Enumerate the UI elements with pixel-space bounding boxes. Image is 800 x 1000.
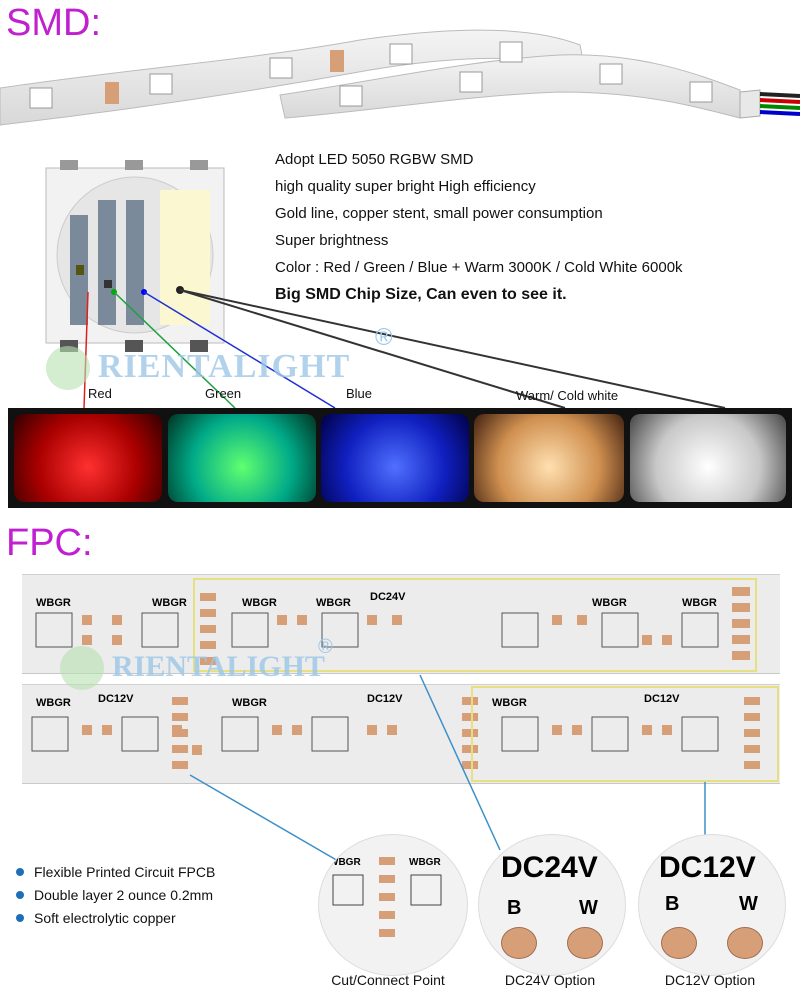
label-red: Red bbox=[88, 386, 112, 401]
pcb-label: WBGR bbox=[152, 597, 187, 609]
zoom-dc24v: DC24V B W bbox=[478, 834, 626, 976]
watermark-logo-fpc: RIENTALIGHT ® bbox=[56, 636, 356, 692]
dc12v-zoom-text: DC12V bbox=[659, 851, 756, 884]
pcb-label-dc12: DC12V bbox=[644, 693, 680, 705]
pcb-label-dc24: DC24V bbox=[370, 591, 406, 603]
fpc-strip-bottom: WBGR DC12V WBGR DC12V WBGR DC12V bbox=[22, 684, 780, 784]
color-demo-bar bbox=[8, 408, 792, 508]
feature-text: Soft electrolytic copper bbox=[34, 909, 176, 926]
feature-text: Double layer 2 ounce 0.2mm bbox=[34, 886, 213, 903]
solder-pad bbox=[567, 927, 603, 959]
zoom-letter-b: B bbox=[507, 897, 522, 919]
panel-red bbox=[14, 414, 162, 502]
spec-line: Gold line, copper stent, small power con… bbox=[275, 205, 603, 222]
registered-mark: ® bbox=[375, 324, 393, 351]
panel-warm-white bbox=[474, 414, 624, 502]
pcb-label-dc12: DC12V bbox=[367, 693, 403, 705]
spec-line: Super brightness bbox=[275, 232, 389, 249]
svg-text:WBGR: WBGR bbox=[329, 857, 361, 868]
callout-lines bbox=[189, 674, 706, 866]
zoom-letter-w: W bbox=[739, 893, 758, 915]
zoom-letter-b: B bbox=[665, 893, 680, 915]
panel-blue bbox=[321, 414, 469, 502]
zoom-cut-connect: WBGR WBGR bbox=[318, 834, 468, 976]
feature-item: Double layer 2 ounce 0.2mm bbox=[16, 883, 306, 906]
label-green: Green bbox=[205, 386, 242, 401]
feature-list: Flexible Printed Circuit FPCB Double lay… bbox=[16, 860, 306, 929]
svg-text:WBGR: WBGR bbox=[409, 857, 441, 868]
pcb-label: WBGR bbox=[36, 597, 71, 609]
pcb-label: WBGR bbox=[242, 597, 277, 609]
bullet-icon bbox=[16, 890, 24, 899]
pcb-label: WBGR bbox=[316, 597, 351, 609]
pcb-label: WBGR bbox=[36, 697, 71, 709]
globe-icon bbox=[46, 346, 90, 390]
panel-green bbox=[168, 414, 316, 502]
fpc-strip-top: WBGR WBGR WBGR WBGR DC24V WBGR WBGR bbox=[22, 574, 780, 674]
feature-item: Flexible Printed Circuit FPCB bbox=[16, 860, 306, 883]
feature-text: Flexible Printed Circuit FPCB bbox=[34, 863, 216, 880]
spec-line: Color : Red / Green / Blue + Warm 3000K … bbox=[275, 259, 683, 276]
pcb-label: WBGR bbox=[682, 597, 717, 609]
smd-strip-photo bbox=[0, 29, 800, 126]
spec-highlight: Big SMD Chip Size, Can even to see it. bbox=[275, 286, 567, 303]
registered-mark: ® bbox=[318, 636, 333, 658]
caption-dc24v: DC24V Option bbox=[504, 972, 596, 988]
led-5050-chip bbox=[45, 160, 225, 352]
pcb-label: WBGR bbox=[232, 697, 267, 709]
solder-pad bbox=[727, 927, 763, 959]
label-warm-cold-white: Warm/ Cold white bbox=[516, 388, 619, 403]
dc24v-zoom-text: DC24V bbox=[501, 851, 598, 884]
caption-dc12v: DC12V Option bbox=[664, 972, 756, 988]
zoom-letter-w: W bbox=[579, 897, 598, 919]
pointer-lines bbox=[83, 289, 726, 409]
watermark-text: RIENTALIGHT bbox=[98, 348, 351, 385]
panel-cold-white bbox=[630, 414, 786, 502]
globe-icon bbox=[60, 646, 104, 690]
spec-line: high quality super bright High efficienc… bbox=[275, 178, 536, 195]
watermark-text: RIENTALIGHT bbox=[112, 650, 325, 683]
pcb-label: WBGR bbox=[492, 697, 527, 709]
solder-pad bbox=[501, 927, 537, 959]
pcb-traces-bottom bbox=[31, 686, 779, 782]
spec-list: Adopt LED 5050 RGBW SMD high quality sup… bbox=[275, 146, 795, 308]
fpc-heading: FPC: bbox=[6, 522, 93, 564]
feature-item: Soft electrolytic copper bbox=[16, 906, 306, 929]
bullet-icon bbox=[16, 867, 24, 876]
pcb-label: WBGR bbox=[592, 597, 627, 609]
caption-cut-connect: Cut/Connect Point bbox=[331, 972, 445, 988]
solder-pad bbox=[661, 927, 697, 959]
label-blue: Blue bbox=[346, 386, 373, 401]
pcb-label-dc12: DC12V bbox=[98, 693, 134, 705]
pcb-traces-top bbox=[35, 578, 757, 672]
spec-line: Adopt LED 5050 RGBW SMD bbox=[275, 151, 474, 168]
watermark-logo: RIENTALIGHT ® bbox=[40, 324, 400, 392]
bullet-icon bbox=[16, 913, 24, 922]
cut-connect-detail: WBGR WBGR bbox=[329, 857, 442, 937]
zoom-dc12v: DC12V B W bbox=[638, 834, 786, 976]
smd-heading: SMD: bbox=[6, 2, 101, 44]
